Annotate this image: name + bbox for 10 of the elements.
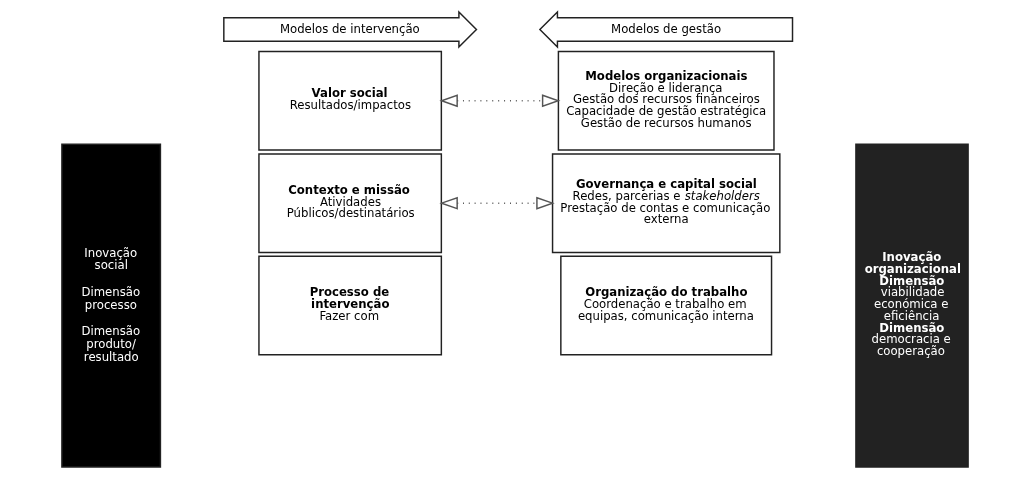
- arrow: [439, 196, 555, 210]
- node-box: Governança e capital social Redes, parcerias e stakeholders Prestação de contas e comunicação externa: [551, 153, 781, 254]
- node-box: Modelos organizacionais Direção e liderança Gestão dos recursos financeiros Capacidade de gestão estratégica Gestão de recursos humanos: [557, 50, 775, 151]
- node-box: Inovação social Dimensão processo Dimensão produto/ resultado: [61, 143, 162, 468]
- node-box: Valor social Resultados/impactos: [258, 50, 443, 151]
- node-box: Contexto e missão Atividades Públicos/destinatários: [258, 153, 443, 254]
- arrow: [439, 94, 561, 108]
- node-box: Inovação organizacional Dimensão viabilidade económica e eficiência Dimensão democracia e cooperação: [855, 143, 969, 468]
- node-box: Processo de intervenção Fazer com: [258, 255, 443, 356]
- node-box: Organização do trabalho Coordenação e trabalho em equipas, comunicação interna: [560, 255, 773, 356]
